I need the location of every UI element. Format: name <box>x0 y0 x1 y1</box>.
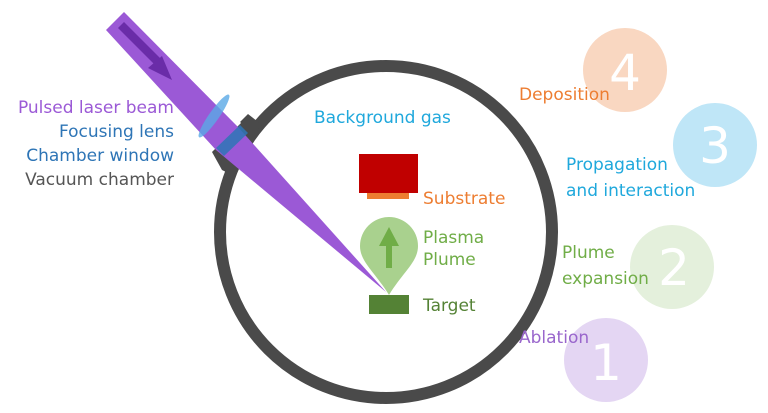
chamber-window-flange-top <box>240 114 262 134</box>
substrate-holder <box>359 154 418 193</box>
step-3-circle <box>673 103 757 187</box>
label-plasma-2: Plume <box>423 250 476 270</box>
step-2-label-1: Plume <box>562 243 615 263</box>
step-2-label-2: expansion <box>562 269 649 289</box>
label-substrate: Substrate <box>423 189 505 209</box>
label-pulsed-laser-beam: Pulsed laser beam <box>18 98 174 118</box>
laser-arrow-head <box>148 56 172 80</box>
step-1-label: Ablation <box>519 328 589 348</box>
focusing-lens <box>198 94 230 138</box>
step-2-circle <box>630 225 714 309</box>
laser-arrow-shaft <box>118 22 160 64</box>
step-3-label-1: Propagation <box>566 155 668 175</box>
step-3-number: 3 <box>699 117 731 175</box>
chamber-window <box>216 125 248 156</box>
step-1-number: 1 <box>590 334 622 392</box>
label-chamber-window: Chamber window <box>26 146 174 166</box>
laser-beam <box>106 12 386 292</box>
label-vacuum-chamber: Vacuum chamber <box>25 170 174 190</box>
vacuum-chamber <box>214 60 558 404</box>
label-target: Target <box>422 296 476 316</box>
step-2-number: 2 <box>658 239 690 297</box>
step-1-circle <box>564 318 648 402</box>
step-4-label: Deposition <box>519 85 610 105</box>
step-4-number: 4 <box>609 44 641 102</box>
target <box>369 295 409 314</box>
label-plasma-1: Plasma <box>423 228 484 248</box>
step-3-label-2: and interaction <box>566 181 695 201</box>
substrate <box>367 193 409 199</box>
label-background-gas: Background gas <box>314 108 451 128</box>
step-4-circle <box>583 28 667 112</box>
label-focusing-lens: Focusing lens <box>59 122 174 142</box>
plume-arrow <box>379 227 399 268</box>
